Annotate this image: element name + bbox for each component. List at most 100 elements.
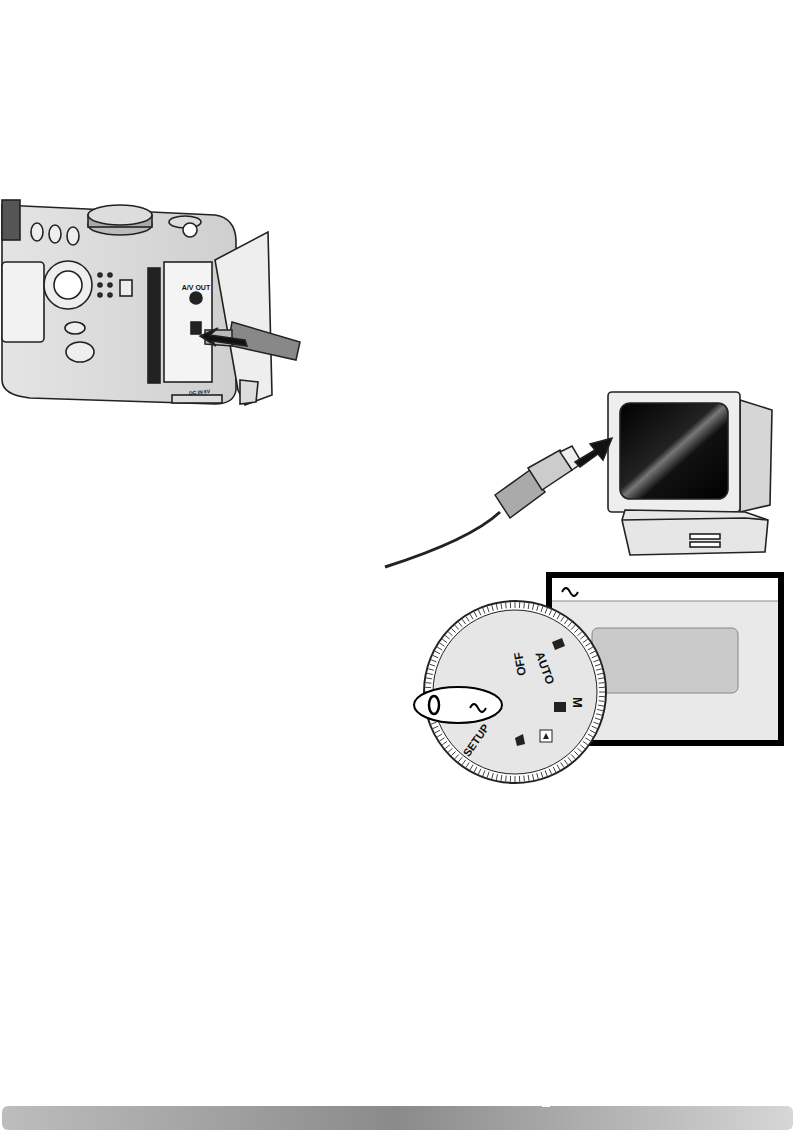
dial-tick bbox=[599, 682, 605, 684]
dial-tick bbox=[451, 751, 455, 755]
dial-tick bbox=[532, 604, 533, 610]
dial-tick bbox=[505, 602, 507, 608]
dial-tick bbox=[510, 776, 511, 782]
dial-tick bbox=[557, 614, 560, 619]
dial-tick bbox=[492, 605, 494, 611]
dial-tick bbox=[458, 757, 462, 762]
dial-tick bbox=[596, 669, 602, 671]
dial-tick bbox=[483, 770, 485, 776]
dial-tick bbox=[537, 773, 539, 779]
dial-tick bbox=[483, 608, 485, 614]
dial-tick bbox=[500, 603, 502, 609]
dial-tick bbox=[549, 610, 551, 615]
dial-tick bbox=[553, 767, 556, 772]
dial-tick bbox=[580, 635, 585, 639]
dial-tick bbox=[596, 714, 602, 716]
dial-tick bbox=[571, 625, 575, 629]
dial-tick bbox=[500, 775, 502, 781]
dial-tick bbox=[577, 632, 581, 636]
dial-tick bbox=[588, 734, 593, 737]
part-label: DC IN 6V bbox=[189, 389, 210, 396]
dial-tick bbox=[574, 628, 578, 632]
dial-tick bbox=[474, 612, 477, 617]
dial-tick bbox=[561, 762, 564, 767]
dial-tick bbox=[523, 776, 525, 782]
dial-tick bbox=[496, 774, 497, 780]
dial-tick bbox=[545, 608, 547, 614]
dial-tick bbox=[478, 610, 480, 615]
dial-tick bbox=[549, 769, 551, 774]
dial-tick bbox=[585, 738, 590, 741]
dial-tick bbox=[598, 677, 604, 679]
dial-tick bbox=[425, 687, 431, 688]
dial-tick bbox=[445, 635, 450, 639]
dial-tick bbox=[442, 639, 447, 643]
dial-tick bbox=[426, 677, 432, 679]
dial-tick bbox=[588, 647, 593, 650]
dial-tick bbox=[523, 602, 525, 608]
dial-tick bbox=[478, 769, 480, 774]
dial-tick bbox=[455, 754, 459, 758]
dial-tick bbox=[515, 776, 516, 782]
dial-tick bbox=[455, 625, 459, 629]
dial-tick bbox=[568, 757, 572, 762]
dial-tick bbox=[599, 700, 605, 702]
dial-tick bbox=[593, 722, 599, 724]
dial-tick bbox=[487, 772, 489, 778]
part-label: SETUP bbox=[461, 722, 491, 758]
dial-tick bbox=[440, 643, 445, 646]
dial-tick bbox=[561, 617, 564, 622]
dial-tick bbox=[470, 765, 473, 770]
dial-tick bbox=[466, 617, 469, 622]
dial-tick bbox=[519, 776, 520, 782]
dial-tick bbox=[571, 754, 575, 758]
dial-tick bbox=[553, 612, 556, 617]
footer-mark bbox=[542, 1104, 550, 1107]
dial-tick bbox=[519, 602, 520, 608]
dial-tick bbox=[462, 760, 466, 765]
dial-tick bbox=[466, 762, 469, 767]
dial-tick bbox=[528, 775, 530, 781]
dial-tick bbox=[580, 745, 585, 749]
usb-cable bbox=[385, 438, 612, 567]
dial-tick bbox=[437, 647, 442, 650]
dial-tick bbox=[429, 664, 435, 666]
dial-tick bbox=[557, 765, 560, 770]
dial-tick bbox=[532, 774, 533, 780]
part-label: AUTO bbox=[534, 650, 557, 686]
dial-tick bbox=[440, 738, 445, 741]
dial-tick bbox=[435, 651, 440, 654]
computer bbox=[608, 392, 772, 555]
dial-tick bbox=[451, 628, 455, 632]
dial-tick bbox=[435, 730, 440, 733]
camera-cable bbox=[200, 322, 300, 360]
dial-tick bbox=[541, 772, 543, 778]
dial-tick bbox=[583, 741, 588, 745]
dial-tick bbox=[574, 751, 578, 755]
dial-tick bbox=[433, 726, 438, 728]
dial-tick bbox=[462, 619, 466, 624]
dial-tick bbox=[515, 602, 516, 608]
dial-tick bbox=[583, 639, 588, 643]
dial-tick bbox=[597, 709, 603, 710]
dial-tick bbox=[528, 603, 530, 609]
dial-tick bbox=[599, 687, 605, 688]
dial-tick bbox=[445, 745, 450, 749]
dial-tick bbox=[592, 655, 597, 657]
dial-tick bbox=[585, 643, 590, 646]
dial-tick bbox=[564, 619, 568, 624]
dial-tick bbox=[590, 651, 595, 654]
dial-tick bbox=[564, 760, 568, 765]
dial-tick bbox=[568, 622, 572, 627]
dial-tick bbox=[487, 606, 489, 612]
dial-tick bbox=[470, 614, 473, 619]
part-label: M bbox=[571, 697, 584, 708]
dial-tick bbox=[448, 632, 452, 636]
dial-tick bbox=[431, 722, 437, 724]
footer-bar bbox=[2, 1106, 793, 1130]
dial-tick bbox=[496, 604, 497, 610]
dial-tick bbox=[597, 673, 603, 674]
part-label: A/V OUT bbox=[182, 284, 210, 291]
